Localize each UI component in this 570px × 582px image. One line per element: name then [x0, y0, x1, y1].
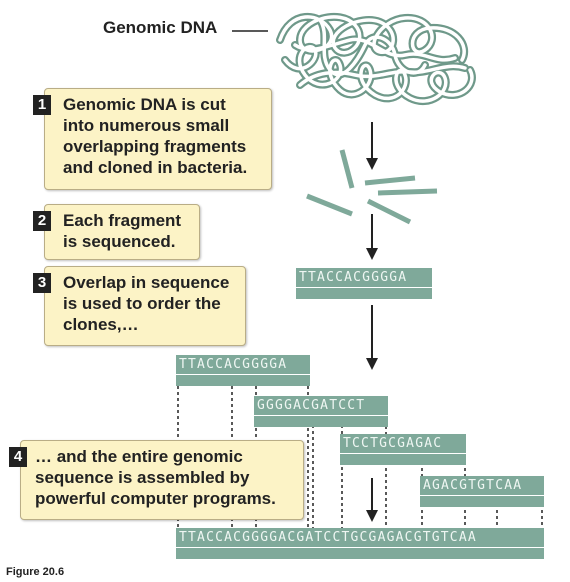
step-4-line: powerful computer programs.	[35, 489, 276, 508]
figure-label: Figure 20.6	[6, 566, 65, 578]
step-2-line: Each fragment	[63, 211, 182, 230]
assembled-sequence-bar	[176, 548, 544, 559]
step-3-line: Overlap in sequence	[63, 273, 230, 292]
step-1-number: 1	[33, 95, 51, 115]
genomic-dna-tangle	[276, 12, 476, 106]
step-2-number: 2	[33, 211, 51, 231]
arrow-down-4	[366, 478, 378, 522]
sequenced-fragment: TTACCACGGGGA	[296, 268, 432, 287]
step-1-line: into numerous small	[63, 116, 230, 135]
overlap-fragment-3-bar	[340, 454, 466, 465]
step-2-box: 2 Each fragment is sequenced.	[33, 204, 200, 260]
step-4-line: … and the entire genomic	[35, 447, 243, 466]
assembled-sequence: TTACCACGGGGACGATCCTGCGAGACGTGTCAA	[176, 528, 544, 547]
step-4-line: sequence is assembled by	[35, 468, 250, 487]
step-3-text: Overlap in sequence is used to order the…	[63, 272, 229, 335]
overlap-fragment-1-bar	[176, 375, 310, 386]
step-3-number: 3	[33, 273, 51, 293]
step-1-line: and cloned in bacteria.	[63, 158, 248, 177]
step-1-line: Genomic DNA is cut	[63, 95, 226, 114]
step-1-line: overlapping fragments	[63, 137, 247, 156]
arrow-down-1	[366, 122, 378, 170]
step-3-line: clones,…	[63, 315, 139, 334]
arrow-down-3	[366, 305, 378, 370]
step-3-box: 3 Overlap in sequence is used to order t…	[33, 266, 246, 346]
step-1-box: 1 Genomic DNA is cut into numerous small…	[33, 88, 272, 190]
arrow-down-2	[366, 214, 378, 260]
overlap-fragment-2-bar	[254, 416, 388, 427]
step-4-number: 4	[9, 447, 27, 467]
overlap-fragment-2: GGGGACGATCCT	[254, 396, 388, 415]
sequenced-fragment-bar	[296, 288, 432, 299]
step-4-box: 4 … and the entire genomic sequence is a…	[9, 440, 304, 520]
step-4-text: … and the entire genomic sequence is ass…	[35, 446, 276, 509]
genomic-dna-label: Genomic DNA	[103, 18, 218, 37]
step-3-line: is used to order the	[63, 294, 221, 313]
dna-fragments	[306, 149, 438, 225]
overlap-fragment-1: TTACCACGGGGA	[176, 355, 310, 374]
step-2-text: Each fragment is sequenced.	[63, 210, 181, 252]
overlap-fragment-4: AGACGTGTCAA	[420, 476, 544, 495]
overlap-fragment-3: TCCTGCGAGAC	[340, 434, 466, 453]
step-1-text: Genomic DNA is cut into numerous small o…	[63, 94, 247, 178]
step-2-line: is sequenced.	[63, 232, 176, 251]
overlap-fragment-4-bar	[420, 496, 544, 507]
